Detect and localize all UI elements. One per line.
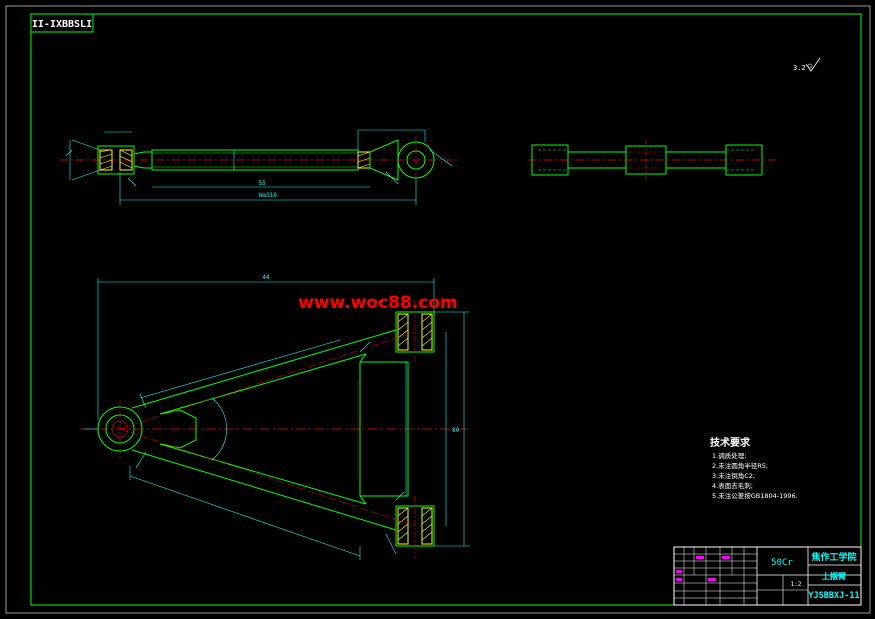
drawing-code-text: II-IXBBSLI: [32, 19, 92, 30]
technical-requirements: 技术要求 1.调质处理; 2.未注圆角半径R5; 3.未注倒角C2; 4.表面去…: [710, 436, 798, 500]
tech-req-item: 5.未注公差按GB1804-1996.: [712, 491, 798, 500]
title-drawing-number: YJSBBXJ-11: [808, 591, 859, 601]
watermark-text: www.woc88.com: [298, 293, 458, 313]
tech-req-item: 4.表面去毛刺;: [712, 481, 753, 490]
tech-req-item: 1.调质处理;: [712, 451, 746, 460]
top-view: Wa316 55: [60, 129, 460, 205]
top-inner-dim: 55: [258, 180, 266, 187]
main-width-dim: 44: [262, 274, 270, 281]
title-scale: 1:2: [791, 581, 802, 588]
tech-req-title: 技术要求: [710, 436, 751, 449]
title-material: 50Cr: [771, 558, 793, 568]
sheet-inner-border: [30, 13, 862, 606]
side-view: [528, 140, 775, 180]
tech-req-item: 3.未注倒角C2;: [712, 471, 755, 480]
title-school: 焦作工学院: [810, 551, 856, 563]
main-height-dim: 80: [452, 427, 460, 434]
roughness-value: 3.2: [793, 64, 806, 72]
tech-req-item: 2.未注圆角半径R5;: [712, 461, 768, 470]
sheet-outer-border: [5, 5, 871, 614]
top-overall-dim: Wa316: [259, 192, 277, 199]
title-block: 50Cr 焦作工学院 上摆臂 YJSBBXJ-11 1:2: [673, 546, 862, 606]
roughness-symbol: 3.2: [793, 57, 821, 72]
drawing-code-box: II-IXBBSLI: [30, 13, 94, 33]
main-view: 44 80: [80, 274, 470, 560]
title-part-name: 上摆臂: [822, 571, 846, 581]
